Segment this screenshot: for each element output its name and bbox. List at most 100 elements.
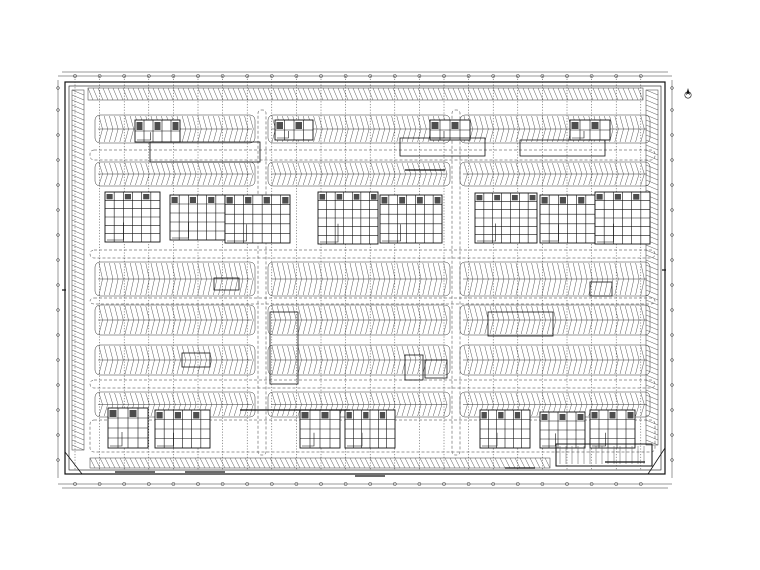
stall-line (228, 128, 233, 143)
stall-line (218, 392, 223, 405)
stall-line (515, 359, 520, 375)
parking-bay-block (267, 304, 451, 336)
stall-line (375, 392, 380, 405)
stall-line (299, 457, 306, 469)
stall-line (640, 115, 645, 130)
stall-line (479, 359, 484, 375)
stall-line (313, 319, 318, 335)
stall-line (292, 359, 297, 375)
stall-line (578, 278, 583, 296)
stall-line (135, 305, 140, 321)
stall-line (365, 392, 370, 405)
parking-bay-block (459, 114, 651, 144)
stall-line (228, 262, 233, 280)
stall-line (98, 115, 103, 130)
stall-line (271, 305, 276, 321)
stall-line (630, 162, 635, 175)
stall-line (71, 244, 85, 251)
stall-line (103, 115, 108, 130)
stall-line (432, 404, 437, 417)
stall-line (213, 173, 218, 186)
stall-line (71, 394, 85, 401)
stall-line (129, 345, 134, 361)
stall-line (181, 319, 186, 335)
ramp-entrance (555, 443, 653, 467)
stall-line (218, 262, 223, 280)
stall-line (181, 262, 186, 280)
outer-perimeter-wall (64, 81, 666, 475)
stall-line (635, 128, 640, 143)
equipment-rooms (149, 137, 653, 467)
stall-line (307, 87, 314, 101)
stall-line (443, 305, 448, 321)
stall-line (484, 262, 489, 280)
bay-block-outline (267, 344, 451, 376)
stall-line (252, 87, 259, 101)
stall-line (443, 278, 448, 296)
stall-line (176, 278, 181, 296)
stall-line (135, 345, 140, 361)
stall-line (166, 392, 171, 405)
stall-line (463, 404, 468, 417)
stall-line (197, 278, 202, 296)
stall-line (494, 278, 499, 296)
stall-line (469, 457, 476, 469)
stall-line (536, 115, 541, 130)
bay-block-outline (267, 161, 451, 187)
stall-line (313, 345, 318, 361)
stall-line (114, 278, 119, 296)
stall-line (155, 345, 160, 361)
stall-line (119, 359, 124, 375)
stall-line (239, 278, 244, 296)
stall-line (174, 457, 181, 469)
stall-line (360, 173, 365, 186)
stall-line (396, 162, 401, 175)
stall-line (223, 262, 228, 280)
stall-line (207, 162, 212, 175)
stall-line (417, 115, 422, 130)
stall-line (135, 359, 140, 375)
stall-line (302, 305, 307, 321)
stall-line (176, 262, 181, 280)
stall-line (239, 128, 244, 143)
stall-line (472, 87, 479, 101)
stall-line (309, 457, 316, 469)
stall-line (401, 162, 406, 175)
stall-line (297, 345, 302, 361)
stall-line (375, 173, 380, 186)
stall-line (510, 278, 515, 296)
stall-line (422, 87, 429, 101)
stall-line (562, 262, 567, 280)
stall-line (202, 115, 207, 130)
stall-line (171, 278, 176, 296)
stall-line (422, 305, 427, 321)
core-shaft (353, 194, 360, 200)
stall-line (304, 457, 311, 469)
stall-line (202, 278, 207, 296)
stall-line (482, 87, 489, 101)
stall-line (510, 115, 515, 130)
stall-line (166, 278, 171, 296)
stall-line (71, 154, 85, 161)
core-shaft (591, 122, 599, 129)
stall-line (354, 392, 359, 405)
stall-line (223, 392, 228, 405)
stall-line (422, 404, 427, 417)
stall-line (484, 278, 489, 296)
stall-line (614, 262, 619, 280)
stair-run (542, 224, 559, 242)
stall-line (318, 305, 323, 321)
stall-line (645, 269, 659, 276)
stall-line (297, 162, 302, 175)
stall-line (604, 278, 609, 296)
bottom-perimeter-stalls (89, 457, 551, 469)
stall-line (520, 262, 525, 280)
stall-line (277, 87, 284, 101)
grid-bubble (56, 358, 60, 362)
stall-line (228, 115, 233, 130)
stall-line (103, 262, 108, 280)
stall-line (484, 173, 489, 186)
stall-line (447, 87, 454, 101)
stall-line (417, 345, 422, 361)
stall-line (157, 87, 164, 101)
